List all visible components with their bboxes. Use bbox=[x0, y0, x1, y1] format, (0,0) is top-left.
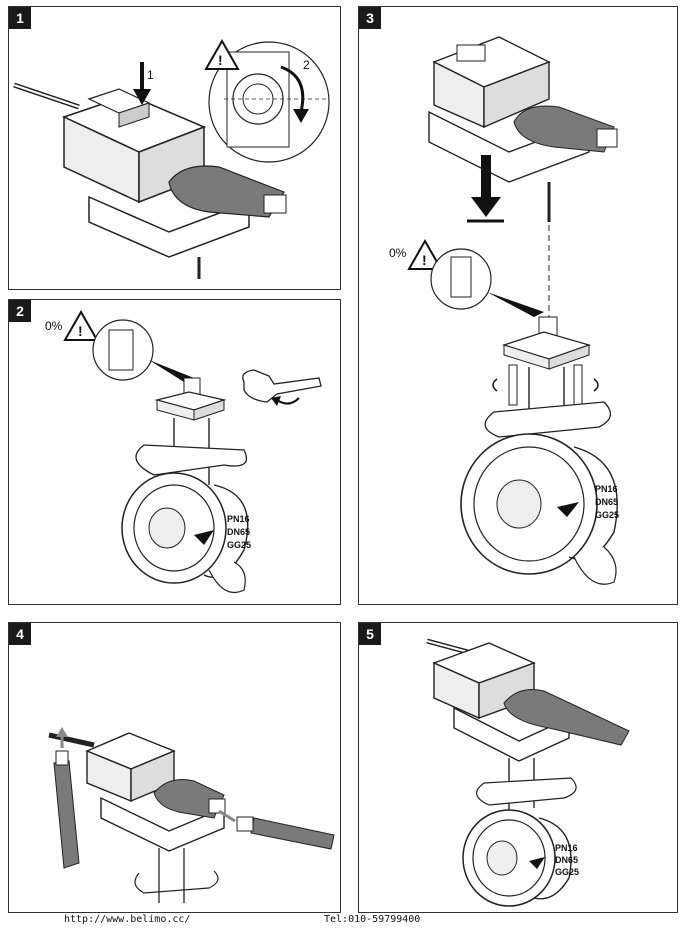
step-4-number: 4 bbox=[9, 623, 31, 645]
step-5-panel: 5 PN16 DN65 GG25 bbox=[358, 622, 678, 913]
callout-2: 2 bbox=[303, 58, 310, 72]
step-5-number: 5 bbox=[359, 623, 381, 645]
valve-marking-1-step3: PN16 bbox=[595, 484, 618, 494]
step-2-illustration: 0% ! PN16 DN65 GG25 bbox=[45, 309, 322, 594]
step-2-number: 2 bbox=[9, 300, 31, 322]
valve-marking-2: DN65 bbox=[227, 527, 250, 537]
step-3-number: 3 bbox=[359, 7, 381, 29]
footer-tel: Tel:010-59799400 bbox=[324, 914, 421, 925]
footer-url[interactable]: http://www.belimo.cc/ bbox=[64, 914, 191, 925]
step-4-panel: 4 bbox=[8, 622, 341, 913]
svg-text:!: ! bbox=[78, 323, 83, 339]
valve-marking-1-step5: PN16 bbox=[555, 843, 578, 853]
callout-1: 1 bbox=[147, 68, 154, 82]
valve-marking-3-step3: GG25 bbox=[595, 510, 619, 520]
valve-marking-2-step5: DN65 bbox=[555, 855, 578, 865]
valve-marking-1: PN16 bbox=[227, 514, 250, 524]
step-2-panel: 2 0% ! PN16 DN65 GG25 bbox=[8, 299, 341, 605]
step-5-illustration: PN16 DN65 GG25 bbox=[426, 638, 630, 907]
step-3-illustration: 0% ! PN16 DN65 GG25 bbox=[389, 36, 619, 585]
step-1-illustration: 1 2 ! bbox=[13, 38, 330, 279]
valve-marking-3: GG25 bbox=[227, 540, 251, 550]
position-label-0: 0% bbox=[45, 319, 63, 333]
step-3-panel: 3 0% ! bbox=[358, 6, 678, 605]
valve-marking-2-step3: DN65 bbox=[595, 497, 618, 507]
svg-text:!: ! bbox=[218, 52, 223, 68]
position-label-0-step3: 0% bbox=[389, 246, 407, 260]
step-1-number: 1 bbox=[9, 7, 31, 29]
step-4-illustration bbox=[48, 727, 335, 903]
svg-text:!: ! bbox=[422, 252, 427, 268]
step-1-panel: 1 1 2 ! bbox=[8, 6, 341, 290]
valve-marking-3-step5: GG25 bbox=[555, 867, 579, 877]
